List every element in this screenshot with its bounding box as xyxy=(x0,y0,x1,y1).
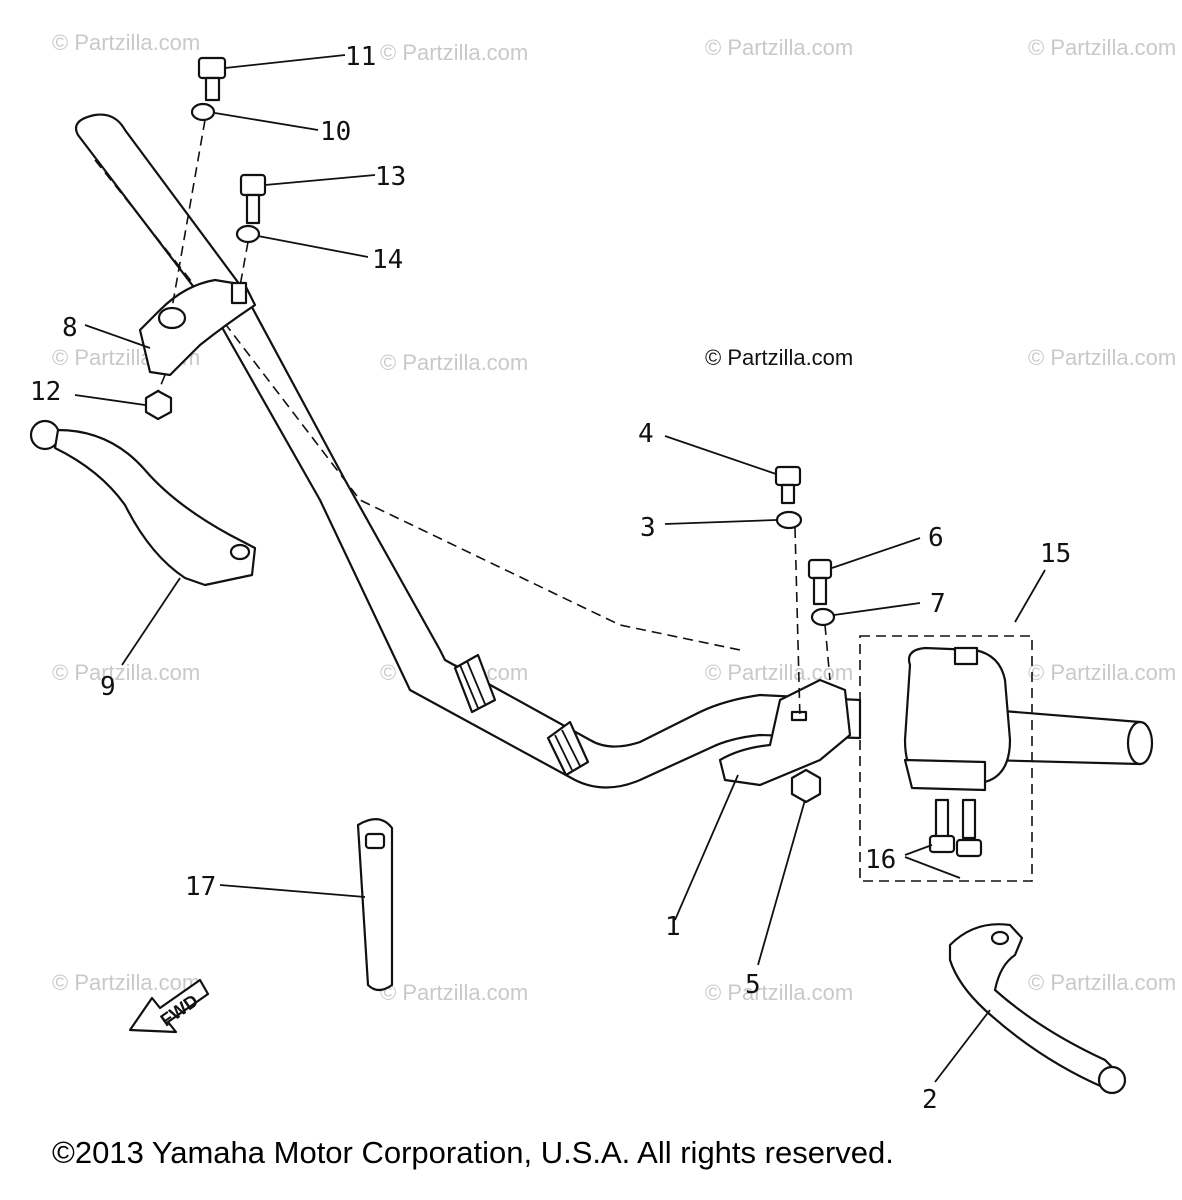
watermark: © Partzilla.com xyxy=(380,980,528,1005)
watermark: © Partzilla.com xyxy=(380,350,528,375)
callouts: 1 2 3 4 5 6 7 8 9 10 11 12 13 14 15 16 1… xyxy=(30,42,1071,1115)
part-1-holder xyxy=(718,678,852,787)
part-7-washer xyxy=(810,607,836,627)
callout-11: 11 xyxy=(345,42,376,72)
callout-2: 2 xyxy=(922,1085,938,1115)
callout-1: 1 xyxy=(665,912,681,942)
knurl-right xyxy=(546,720,590,777)
watermark: © Partzilla.com xyxy=(705,35,853,60)
watermark: © Partzilla.com xyxy=(1028,970,1176,995)
watermark: © Partzilla.com xyxy=(705,980,853,1005)
watermark: © Partzilla.com xyxy=(52,970,200,995)
part-4-bolt xyxy=(774,465,802,505)
part-15-switch-box xyxy=(859,635,1033,882)
leaders xyxy=(74,54,1046,1083)
part-11-bolt xyxy=(197,56,227,102)
watermark: © Partzilla.com xyxy=(52,660,200,685)
watermark: © Partzilla.com xyxy=(705,660,853,685)
callout-4: 4 xyxy=(638,419,654,449)
watermark: © Partzilla.com xyxy=(1028,35,1176,60)
watermark: © Partzilla.com xyxy=(380,40,528,65)
callout-10: 10 xyxy=(320,117,351,147)
part-12-nut xyxy=(144,389,173,421)
part-13-bolt xyxy=(239,173,267,225)
part-3-washer xyxy=(775,510,803,530)
callout-3: 3 xyxy=(640,513,656,543)
callout-17: 17 xyxy=(185,872,216,902)
callout-15: 15 xyxy=(1040,539,1071,569)
part-6-bolt xyxy=(807,558,833,606)
knurl-left xyxy=(453,653,497,714)
callout-9: 9 xyxy=(100,672,116,702)
callout-13: 13 xyxy=(375,162,406,192)
watermark: © Partzilla.com xyxy=(1028,345,1176,370)
part-17-band xyxy=(356,818,394,992)
watermark-center: © Partzilla.com xyxy=(705,345,853,370)
callout-8: 8 xyxy=(62,313,78,343)
callout-6: 6 xyxy=(928,523,944,553)
part-8-holder xyxy=(138,278,257,377)
part-14-washer xyxy=(235,224,261,244)
part-10-washer xyxy=(190,102,216,122)
part-2-lever xyxy=(948,923,1127,1095)
watermark: © Partzilla.com xyxy=(1028,660,1176,685)
callout-5: 5 xyxy=(745,970,761,1000)
callout-16: 16 xyxy=(865,845,896,875)
part-5-nut xyxy=(790,768,822,804)
part-9-lever xyxy=(29,419,257,587)
callout-12: 12 xyxy=(30,377,61,407)
watermark: © Partzilla.com xyxy=(52,30,200,55)
watermarks: © Partzilla.com © Partzilla.com © Partzi… xyxy=(52,30,1176,1005)
copyright-footer: ©2013 Yamaha Motor Corporation, U.S.A. A… xyxy=(52,1135,894,1170)
callout-7: 7 xyxy=(930,589,946,619)
callout-14: 14 xyxy=(372,245,403,275)
